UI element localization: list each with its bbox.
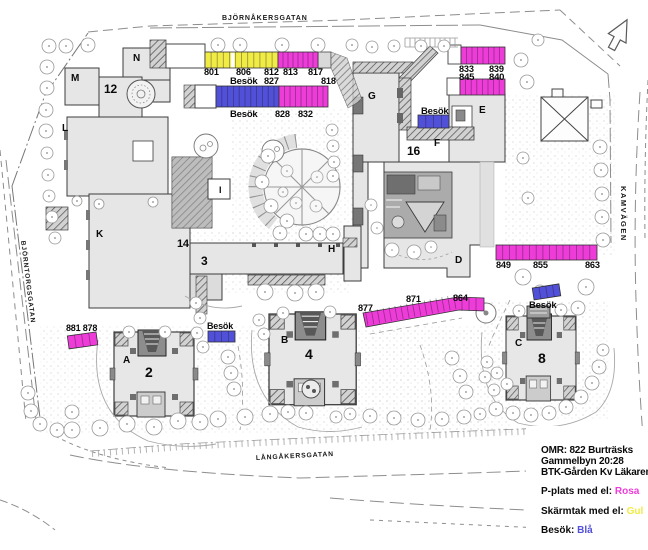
svg-text:KAMVÄGEN: KAMVÄGEN bbox=[619, 186, 628, 242]
svg-text:Gammelbyn 20:28: Gammelbyn 20:28 bbox=[541, 456, 624, 467]
svg-text:Besök: Besök bbox=[207, 321, 234, 331]
svg-text:871: 871 bbox=[406, 294, 421, 304]
svg-text:828: 828 bbox=[275, 109, 290, 119]
svg-text:832: 832 bbox=[298, 109, 313, 119]
svg-text:864: 864 bbox=[453, 293, 469, 303]
svg-text:N: N bbox=[133, 53, 140, 64]
svg-text:Besök: Besök bbox=[421, 106, 449, 117]
svg-text:E: E bbox=[479, 105, 486, 116]
svg-text:F: F bbox=[434, 138, 440, 149]
svg-text:OMR: 822 Burträsks: OMR: 822 Burträsks bbox=[541, 445, 634, 456]
svg-text:845: 845 bbox=[459, 72, 475, 83]
svg-text:BTK-Gården Kv Läkaren: BTK-Gården Kv Läkaren bbox=[541, 466, 648, 478]
svg-text:M: M bbox=[71, 73, 79, 84]
svg-text:14: 14 bbox=[177, 238, 190, 250]
svg-text:D: D bbox=[455, 255, 462, 266]
svg-text:4: 4 bbox=[305, 346, 313, 362]
svg-text:Besök: Blå: Besök: Blå bbox=[541, 524, 593, 536]
svg-text:B: B bbox=[281, 335, 288, 346]
svg-text:817: 817 bbox=[308, 67, 323, 77]
svg-text:L: L bbox=[62, 123, 68, 134]
svg-text:813: 813 bbox=[283, 67, 298, 77]
svg-text:2: 2 bbox=[145, 364, 153, 380]
svg-text:806: 806 bbox=[236, 67, 251, 77]
svg-text:8: 8 bbox=[538, 350, 546, 366]
svg-text:Skärmtak med el: Gul: Skärmtak med el: Gul bbox=[541, 506, 643, 517]
svg-text:G: G bbox=[368, 91, 376, 102]
svg-text:Besök: Besök bbox=[230, 109, 258, 120]
svg-text:P-plats med el: Rosa: P-plats med el: Rosa bbox=[541, 486, 640, 497]
svg-text:12: 12 bbox=[104, 82, 117, 96]
svg-text:840: 840 bbox=[489, 72, 504, 83]
svg-text:839: 839 bbox=[489, 64, 504, 74]
svg-text:855: 855 bbox=[533, 260, 548, 270]
svg-text:3: 3 bbox=[201, 254, 208, 268]
svg-text:H: H bbox=[328, 244, 335, 255]
svg-text:C: C bbox=[515, 338, 522, 349]
svg-text:827: 827 bbox=[264, 76, 279, 86]
svg-text:16: 16 bbox=[407, 144, 420, 158]
svg-text:Besök: Besök bbox=[230, 76, 258, 87]
svg-text:Besök: Besök bbox=[529, 300, 557, 311]
svg-text:K: K bbox=[96, 229, 104, 240]
svg-text:881 878: 881 878 bbox=[66, 323, 97, 333]
svg-text:A: A bbox=[123, 355, 130, 366]
svg-text:818: 818 bbox=[321, 76, 336, 86]
svg-text:BJÖRNÅKERSGATAN: BJÖRNÅKERSGATAN bbox=[222, 13, 308, 22]
svg-text:801: 801 bbox=[204, 67, 219, 77]
svg-text:812: 812 bbox=[264, 67, 279, 77]
svg-text:833: 833 bbox=[459, 64, 474, 74]
svg-text:877: 877 bbox=[358, 303, 373, 313]
svg-text:849: 849 bbox=[496, 260, 511, 270]
svg-text:863: 863 bbox=[585, 260, 600, 270]
svg-text:I: I bbox=[219, 185, 221, 195]
